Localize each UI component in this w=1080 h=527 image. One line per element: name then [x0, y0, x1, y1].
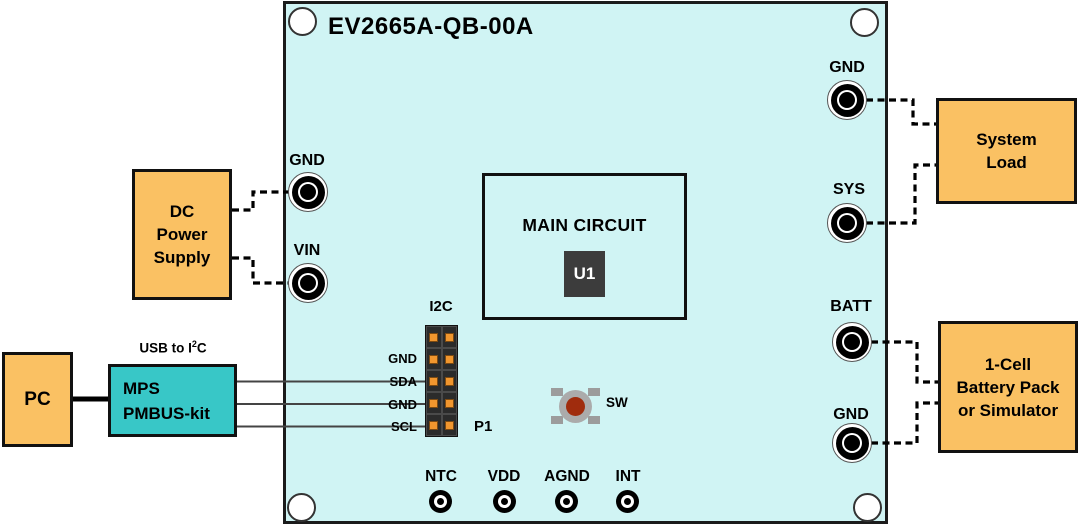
header-pin: [429, 376, 439, 386]
jack-vin: [288, 263, 328, 303]
tp-label-vdd: VDD: [487, 468, 521, 485]
pc-label: PC: [24, 389, 51, 410]
chip-u1: U1: [564, 251, 605, 297]
mounting-hole-top-right: [850, 8, 879, 37]
switch-leg: [551, 388, 563, 396]
jack-batt: [832, 322, 872, 362]
jack-label-vin: VIN: [293, 242, 321, 259]
header-cell: [441, 326, 457, 348]
push-button-sw: [559, 390, 592, 423]
dc-power-supply-block: DC Power Supply: [132, 169, 232, 300]
main-circuit-label: MAIN CIRCUIT: [522, 215, 647, 235]
header-pin: [429, 398, 439, 408]
pmbus-kit-line: MPS: [123, 378, 160, 398]
testpoint-int: [616, 490, 639, 513]
jack-ring: [835, 325, 869, 359]
switch-leg: [588, 416, 600, 424]
tp-label-ntc: NTC: [425, 468, 457, 485]
header-cell: [426, 392, 442, 414]
dc-power-supply-line: Supply: [153, 248, 211, 267]
header-cell: [426, 326, 442, 348]
pin-label-scl: SCL: [391, 419, 417, 434]
switch-leg: [551, 416, 563, 424]
jack-ring: [830, 83, 864, 117]
pin-label-gnd-2: GND: [388, 397, 417, 412]
jack-ring: [830, 206, 864, 240]
switch-label: SW: [606, 395, 628, 410]
header-pin: [429, 354, 439, 364]
header-refdes-p1: P1: [474, 418, 493, 435]
pc-block: PC: [2, 352, 73, 447]
jack-ring: [835, 426, 869, 460]
jack-label-gnd-bottom-right: GND: [833, 406, 869, 423]
header-cell: [426, 370, 442, 392]
jack-label-gnd-top-right: GND: [829, 59, 865, 76]
battery-pack-line: Battery Pack: [956, 377, 1060, 397]
header-pin: [444, 354, 454, 364]
header-pin: [444, 398, 454, 408]
mps-pmbus-kit-block: MPS PMBUS-kit: [108, 364, 237, 437]
main-circuit-block: MAIN CIRCUIT U1: [482, 173, 687, 320]
mounting-hole-bottom-right: [853, 493, 882, 522]
switch-cap: [566, 397, 585, 416]
battery-pack-line: 1-Cell: [984, 354, 1032, 374]
jack-gnd-top-right: [827, 80, 867, 120]
pin-label-sda: SDA: [389, 374, 417, 389]
mounting-hole-bottom-left: [287, 493, 316, 522]
jack-ring: [291, 266, 325, 300]
jack-gnd-left: [288, 172, 328, 212]
header-cell: [426, 348, 442, 370]
jack-sys: [827, 203, 867, 243]
pmbus-kit-line: PMBUS-kit: [123, 403, 210, 423]
header-pin: [444, 376, 454, 386]
header-cell: [441, 414, 457, 436]
testpoint-vdd: [493, 490, 516, 513]
jack-ring: [291, 175, 325, 209]
usb-to-i2c-caption: USB to I2C: [139, 339, 207, 356]
system-load-block: System Load: [936, 98, 1077, 204]
header-cell: [441, 392, 457, 414]
board-title: EV2665A-QB-00A: [328, 13, 534, 40]
header-cell: [426, 414, 442, 436]
wire-dcsupply-to-vin: [232, 256, 289, 285]
system-load-line: System: [976, 130, 1037, 149]
system-load-line: Load: [986, 153, 1027, 172]
battery-pack-block: 1-Cell Battery Pack or Simulator: [938, 321, 1078, 453]
pin-label-gnd-1: GND: [388, 351, 417, 366]
jack-label-gnd-left: GND: [289, 152, 325, 169]
header-cell: [441, 348, 457, 370]
battery-pack-line: or Simulator: [957, 400, 1059, 420]
header-cell: [441, 370, 457, 392]
testpoint-agnd: [555, 490, 578, 513]
header-pin: [444, 420, 454, 430]
jack-label-sys: SYS: [832, 181, 866, 198]
tp-label-agnd: AGND: [544, 468, 590, 485]
i2c-header-p1: [425, 325, 458, 437]
mounting-hole-top-left: [288, 7, 317, 36]
tp-label-int: INT: [615, 468, 641, 485]
wire-dcsupply-to-gnd: [232, 190, 289, 212]
header-pin: [444, 332, 454, 342]
dc-power-supply-line: DC: [169, 202, 195, 221]
dc-power-supply-line: Power: [156, 225, 208, 244]
i2c-header-label: I2C: [429, 298, 453, 315]
switch-leg: [588, 388, 600, 396]
testpoint-ntc: [429, 490, 452, 513]
header-pin: [429, 420, 439, 430]
header-pin: [429, 332, 439, 342]
jack-gnd-bottom-right: [832, 423, 872, 463]
jack-label-batt: BATT: [830, 298, 872, 315]
